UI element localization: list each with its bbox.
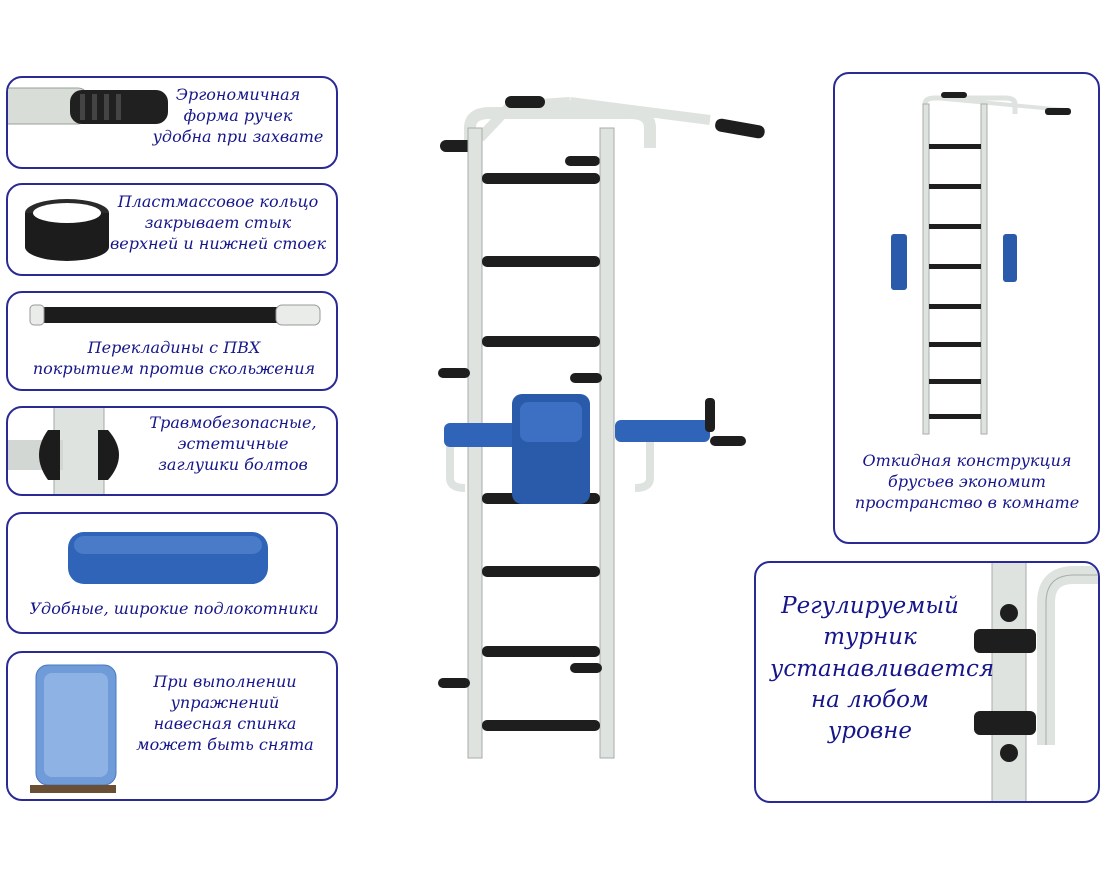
caps-caption: Травмобезопасные, эстетичные заглушки бо…: [138, 412, 328, 475]
caption-line: Эргономичная: [175, 85, 301, 104]
folded-wall-bars-image: [891, 92, 1071, 435]
ring-caption: Пластмассовое кольцо закрывает стык верх…: [108, 191, 328, 254]
feature-card-back: При выполнении упражнений навесная спинк…: [6, 651, 338, 801]
feature-card-ring: Пластмассовое кольцо закрывает стык верх…: [6, 183, 338, 276]
handle-photo: [8, 87, 168, 125]
caption-line: устанавливается: [770, 655, 995, 682]
pullup-caption: Регулируемый турник устанавливается на л…: [770, 591, 995, 747]
caption-line: может быть снята: [136, 735, 314, 755]
feature-card-pullup: Регулируемый турник устанавливается на л…: [754, 561, 1100, 803]
caption-line: Травмобезопасные,: [149, 413, 317, 432]
pullup-bracket-photo: [974, 563, 1098, 801]
wall-bars-product-image: [438, 96, 765, 759]
feature-card-rungs: Перекладины с ПВХ покрытием против сколь…: [6, 291, 338, 391]
feature-card-folding: Откидная конструкция брусьев экономит пр…: [833, 72, 1100, 544]
handles-caption: Эргономичная форма ручек удобна при захв…: [148, 84, 328, 147]
caption-line: верхней и нижней стоек: [109, 234, 327, 254]
armrest-pad-photo: [68, 532, 268, 584]
caption-line: заглушки болтов: [158, 455, 308, 475]
caption-line: навесная спинка: [153, 714, 297, 734]
caption-line: Удобные, широкие подлокотники: [29, 599, 319, 618]
caption-line: эстетичные: [177, 434, 289, 454]
caption-line: на любом: [810, 686, 930, 713]
feature-card-caps: Травмобезопасные, эстетичные заглушки бо…: [6, 406, 338, 496]
bolt-caps-photo: [8, 408, 119, 494]
caption-line: При выполнении: [153, 672, 297, 691]
back-caption: При выполнении упражнений навесная спинк…: [130, 671, 320, 755]
folding-caption: Откидная конструкция брусьев экономит пр…: [841, 450, 1093, 513]
caption-line: форма ручек: [183, 106, 293, 126]
caption-line: упражнений: [170, 693, 280, 713]
ring-photo: [25, 199, 109, 261]
pads-caption: Удобные, широкие подлокотники: [16, 598, 332, 619]
feature-card-pads: Удобные, широкие подлокотники: [6, 512, 338, 634]
rung-photo: [29, 304, 321, 326]
caption-line: покрытием против скольжения: [32, 359, 316, 379]
caption-line: турник: [823, 624, 917, 651]
caption-line: Пластмассовое кольцо: [117, 192, 319, 211]
caption-line: удобна при захвате: [152, 127, 324, 147]
caption-line: Перекладины с ПВХ: [87, 338, 261, 357]
feature-card-handles: Эргономичная форма ручек удобна при захв…: [6, 76, 338, 169]
caption-line: уровне: [827, 718, 913, 745]
caption-line: закрывает стык: [144, 213, 292, 233]
caption-line: брусьев экономит: [888, 472, 1046, 492]
back-cushion-photo: [30, 664, 117, 793]
caption-line: пространство в комнате: [854, 493, 1080, 513]
caption-line: Регулируемый: [781, 593, 959, 619]
caption-line: Откидная конструкция: [862, 451, 1072, 470]
rungs-caption: Перекладины с ПВХ покрытием против сколь…: [18, 337, 330, 379]
